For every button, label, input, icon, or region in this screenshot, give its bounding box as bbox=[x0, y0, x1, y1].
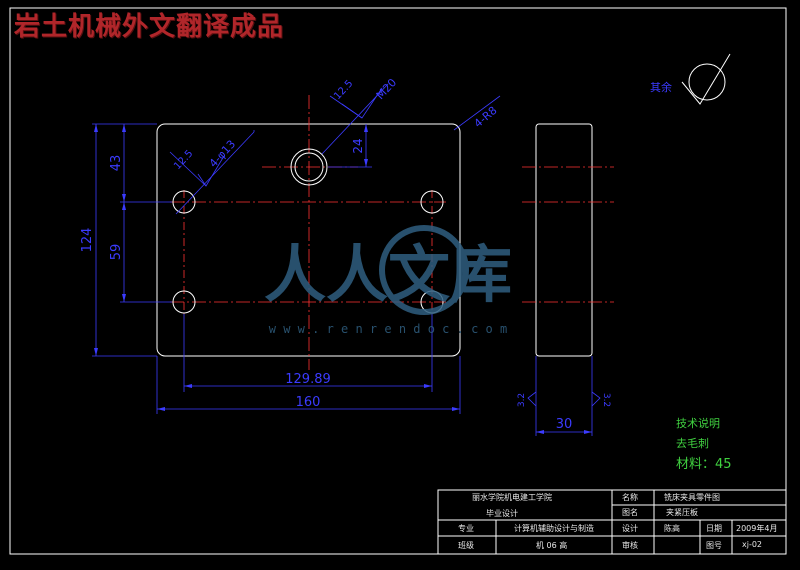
radius-note-text: 4-R8 bbox=[472, 104, 500, 130]
hole-top-right bbox=[420, 190, 444, 214]
side-view: 30 3.2 3.2 bbox=[517, 123, 614, 436]
watermark-ring bbox=[379, 225, 469, 315]
thread-text: M20 bbox=[374, 76, 400, 102]
roughness-note: 其余 bbox=[650, 53, 731, 105]
dim-text-160: 160 bbox=[296, 395, 321, 410]
hole-top-left bbox=[172, 190, 196, 214]
tb-class-value: 机 06 高 bbox=[536, 541, 568, 550]
tb-number-label: 图号 bbox=[706, 541, 722, 550]
side-surface-right-text: 3.2 bbox=[601, 393, 611, 407]
hole-bottom-left bbox=[172, 290, 196, 314]
tb-drawing-value: 夹紧压板 bbox=[666, 508, 698, 517]
tb-drawing-label: 图名 bbox=[622, 508, 638, 517]
watermark-brand: 人人文库 bbox=[264, 238, 512, 311]
dim-text-30: 30 bbox=[556, 417, 573, 432]
dim-text-24: 24 bbox=[351, 138, 365, 153]
tech-notes-line1: 去毛刺 bbox=[676, 437, 709, 450]
tb-project: 毕业设计 bbox=[486, 509, 518, 518]
dim-text-129-89: 129.89 bbox=[285, 372, 331, 387]
tb-name-label: 名称 bbox=[622, 493, 638, 502]
tech-notes-material: 材料：45 bbox=[676, 457, 732, 472]
tech-notes-title: 技术说明 bbox=[676, 417, 720, 430]
leader-radius bbox=[453, 95, 501, 131]
tb-date-label: 日期 bbox=[706, 524, 722, 533]
surface-symbol-side-right bbox=[591, 391, 601, 407]
tb-date-value: 2009年4月 bbox=[736, 524, 778, 533]
roughness-label: 其余 bbox=[650, 80, 672, 94]
dim-text-59: 59 bbox=[109, 244, 124, 261]
tb-major-label: 专业 bbox=[458, 524, 474, 533]
roughness-circle bbox=[688, 63, 726, 101]
tb-design-label: 设计 bbox=[622, 524, 638, 533]
tb-designer: 陈高 bbox=[664, 524, 680, 533]
title-block bbox=[437, 489, 787, 555]
dim-text-43: 43 bbox=[109, 155, 124, 172]
tb-name-value: 铣床夹具零件图 bbox=[664, 493, 720, 502]
surface-text-left: 12.5 bbox=[172, 148, 195, 172]
tb-major-value: 计算机辅助设计与制造 bbox=[514, 524, 594, 533]
surface-symbol-side-left bbox=[527, 391, 537, 407]
side-outline bbox=[535, 123, 593, 357]
threaded-hole-outer bbox=[290, 148, 328, 186]
tb-class-label: 班级 bbox=[458, 541, 474, 550]
leader-hole-note bbox=[175, 131, 255, 215]
dim-text-124: 124 bbox=[80, 228, 95, 253]
header-title: 岩土机械外文翻译成品 bbox=[14, 12, 285, 42]
roughness-check bbox=[681, 53, 731, 105]
drawing-frame bbox=[9, 7, 787, 555]
tb-review-label: 审核 bbox=[622, 541, 638, 550]
watermark-logo: 人人文库 w w w . r e n r e n d o c . c o m bbox=[264, 225, 512, 336]
watermark-url: w w w . r e n r e n d o c . c o m bbox=[269, 322, 507, 336]
tb-number-value: xj-02 bbox=[742, 540, 763, 549]
threaded-hole-inner bbox=[294, 152, 324, 182]
surface-text-top: 12.5 bbox=[332, 78, 355, 102]
plate-outline bbox=[156, 123, 461, 357]
tb-school: 丽水学院机电建工学院 bbox=[472, 493, 552, 502]
side-surface-left-text: 3.2 bbox=[517, 393, 527, 407]
